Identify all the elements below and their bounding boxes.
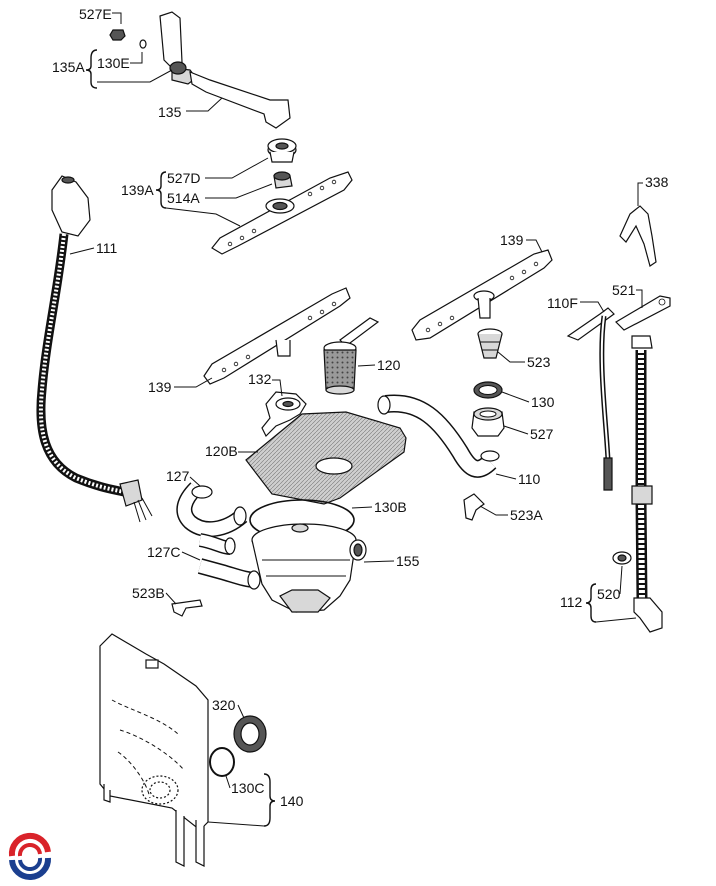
label-139a: 139A (121, 182, 154, 198)
label-514a: 514A (167, 190, 200, 206)
pipe-110 (377, 394, 500, 478)
middle-spray-arm-139a (211, 171, 353, 255)
label-110f: 110F (547, 295, 578, 311)
label-320: 320 (212, 697, 236, 713)
label-135: 135 (158, 104, 182, 120)
label-155: 155 (396, 553, 420, 569)
label-338: 338 (645, 174, 669, 190)
label-135a: 135A (52, 59, 85, 75)
lower-spray-arm-139-right (411, 249, 553, 341)
label-527: 527 (530, 426, 554, 442)
nut-527 (471, 407, 505, 437)
nut-527e (109, 29, 126, 41)
seal-320 (233, 715, 267, 753)
label-521: 521 (612, 282, 636, 298)
label-139-left: 139 (148, 379, 172, 395)
upper-spray-arm-135 (159, 11, 291, 129)
bracket-523b (171, 599, 203, 617)
ring-130c (209, 747, 235, 777)
label-139-right: 139 (500, 232, 524, 248)
label-127: 127 (166, 468, 190, 484)
clip-523a (463, 493, 485, 521)
bracket-338 (619, 205, 657, 267)
oring-130e (139, 39, 147, 49)
fill-hose-111 (36, 175, 153, 523)
label-130c: 130C (231, 780, 264, 796)
lower-spray-arm-139-left (203, 287, 351, 385)
label-523: 523 (527, 354, 551, 370)
label-112: 112 (560, 594, 583, 610)
filter-plate-120b (245, 411, 407, 505)
hose-127 (176, 482, 248, 555)
label-120b: 120B (205, 443, 238, 459)
label-127c: 127C (147, 544, 180, 560)
drain-hose-112 (631, 335, 663, 633)
valve-132 (261, 391, 307, 438)
label-140: 140 (280, 793, 304, 809)
label-120: 120 (377, 357, 401, 373)
label-111: 111 (96, 240, 117, 256)
label-132: 132 (248, 371, 272, 387)
bearing-527d (267, 138, 297, 163)
label-520: 520 (597, 586, 621, 602)
label-110: 110 (518, 471, 541, 487)
nozzle-514a (273, 171, 293, 189)
label-523b: 523B (132, 585, 165, 601)
clip-521 (615, 295, 671, 331)
gasket-130 (473, 381, 503, 399)
label-130: 130 (531, 394, 555, 410)
sump-155 (251, 523, 367, 613)
tube-110f (566, 307, 615, 491)
label-527d: 527D (167, 170, 200, 186)
label-523a: 523A (510, 507, 543, 523)
hose-127c (197, 558, 261, 590)
housing-140 (99, 633, 209, 867)
clamp-520 (612, 551, 632, 565)
brand-swirl-logo (6, 832, 54, 881)
filter-120 (323, 317, 380, 395)
valve-523 (477, 328, 503, 359)
label-130b: 130B (374, 499, 407, 515)
label-130e: 130E (97, 55, 130, 71)
label-527e: 527E (79, 6, 112, 22)
